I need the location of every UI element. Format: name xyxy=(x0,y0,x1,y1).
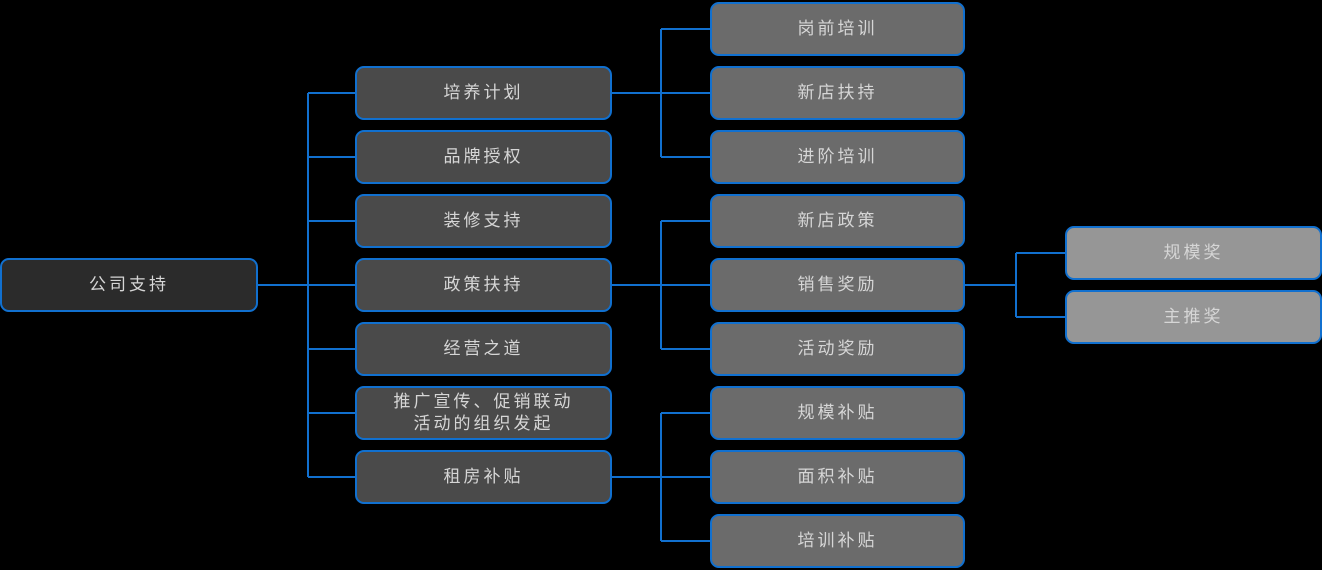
node-label: 规模补贴 xyxy=(797,403,878,423)
node-label: 新店政策 xyxy=(797,211,878,231)
node-l2-6[interactable]: 活动奖励 xyxy=(710,322,965,376)
node-label: 装修支持 xyxy=(443,211,524,231)
node-label: 规模奖 xyxy=(1163,243,1224,263)
node-root[interactable]: 公司支持 xyxy=(0,258,258,312)
node-label: 主推奖 xyxy=(1163,307,1224,327)
node-l3-2[interactable]: 主推奖 xyxy=(1065,290,1322,344)
node-label: 面积补贴 xyxy=(797,467,878,487)
node-l2-7[interactable]: 规模补贴 xyxy=(710,386,965,440)
node-label: 活动奖励 xyxy=(797,339,878,359)
node-label: 租房补贴 xyxy=(443,467,524,487)
node-label: 公司支持 xyxy=(89,275,169,295)
node-l2-2[interactable]: 新店扶持 xyxy=(710,66,965,120)
node-label: 推广宣传、促销联动 活动的组织发起 xyxy=(393,392,574,433)
node-l1-5[interactable]: 经营之道 xyxy=(355,322,612,376)
node-l2-8[interactable]: 面积补贴 xyxy=(710,450,965,504)
node-l2-1[interactable]: 岗前培训 xyxy=(710,2,965,56)
node-l2-3[interactable]: 进阶培训 xyxy=(710,130,965,184)
node-label: 培训补贴 xyxy=(797,531,878,551)
node-label: 品牌授权 xyxy=(443,147,524,167)
node-label: 培养计划 xyxy=(443,83,524,103)
node-l1-1[interactable]: 培养计划 xyxy=(355,66,612,120)
node-l1-6[interactable]: 推广宣传、促销联动 活动的组织发起 xyxy=(355,386,612,440)
node-l1-2[interactable]: 品牌授权 xyxy=(355,130,612,184)
node-l1-3[interactable]: 装修支持 xyxy=(355,194,612,248)
node-l1-7[interactable]: 租房补贴 xyxy=(355,450,612,504)
node-label: 新店扶持 xyxy=(797,83,878,103)
node-label: 政策扶持 xyxy=(443,275,524,295)
node-l2-4[interactable]: 新店政策 xyxy=(710,194,965,248)
node-label: 经营之道 xyxy=(443,339,524,359)
node-l3-1[interactable]: 规模奖 xyxy=(1065,226,1322,280)
node-label: 岗前培训 xyxy=(797,19,878,39)
node-l1-4[interactable]: 政策扶持 xyxy=(355,258,612,312)
node-l2-9[interactable]: 培训补贴 xyxy=(710,514,965,568)
node-l2-5[interactable]: 销售奖励 xyxy=(710,258,965,312)
node-label: 进阶培训 xyxy=(797,147,878,167)
node-label: 销售奖励 xyxy=(797,275,878,295)
